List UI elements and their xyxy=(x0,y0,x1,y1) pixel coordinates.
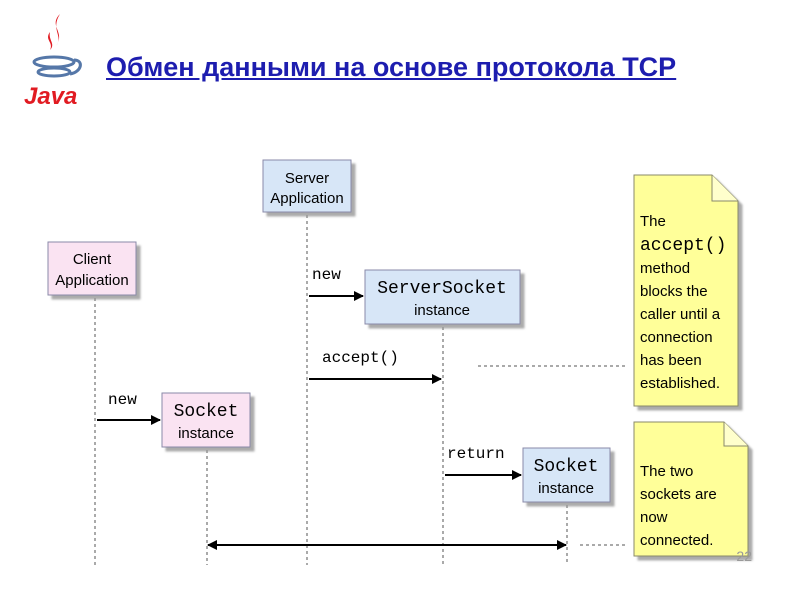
java-logo-steam xyxy=(55,14,60,46)
client-application-label-line1: Client xyxy=(73,251,112,268)
server-application-box xyxy=(262,159,352,213)
server-socket-box xyxy=(364,269,521,325)
client-application-label-line2: Application xyxy=(55,272,128,289)
connected-note-line4: connected. xyxy=(640,532,713,549)
client-socket-label-line1: Socket xyxy=(174,402,239,422)
page-title: Обмен данными на основе протокола TCP xyxy=(106,52,677,82)
accept-note-line3: method xyxy=(640,260,690,277)
java-logo-text: Java xyxy=(24,83,77,108)
server-application-label-line2: Application xyxy=(270,190,343,207)
accept-note-line5: caller until a xyxy=(640,306,721,323)
java-logo-handle xyxy=(69,58,82,76)
server-side-socket-box xyxy=(522,447,611,503)
client-socket-label-line2: instance xyxy=(178,425,234,442)
accept-note-line2: accept() xyxy=(640,236,726,256)
accept-note xyxy=(633,174,739,407)
accept-label: accept() xyxy=(322,349,399,367)
message-arrows xyxy=(97,291,567,550)
connected-note-line3: now xyxy=(640,509,668,526)
server-socket-label-line2: instance xyxy=(414,302,470,319)
page-number: 22 xyxy=(736,548,752,564)
accept-note-line7: has been xyxy=(640,352,702,369)
connected-note-line2: sockets are xyxy=(640,486,717,503)
server-socket-label-line1: ServerSocket xyxy=(377,279,507,299)
client-socket-box xyxy=(161,392,251,448)
client-application-box xyxy=(47,241,137,296)
new-server-socket-label: new xyxy=(312,266,341,284)
server-side-socket-label-line1: Socket xyxy=(534,457,599,477)
accept-note-line4: blocks the xyxy=(640,283,708,300)
new-socket-label: new xyxy=(108,391,137,409)
server-side-socket-label-line2: instance xyxy=(538,480,594,497)
connected-note xyxy=(633,421,749,557)
lifelines xyxy=(94,215,626,565)
return-label: return xyxy=(447,445,505,463)
server-application-label-line1: Server xyxy=(285,170,329,187)
java-logo-cup-base xyxy=(36,66,72,78)
accept-note-line1: The xyxy=(640,213,666,230)
java-logo-steam-small xyxy=(48,32,53,50)
accept-note-line8: established. xyxy=(640,375,720,392)
accept-note-line6: connection xyxy=(640,329,713,346)
connected-note-line1: The two xyxy=(640,463,693,480)
java-logo: Java xyxy=(24,14,82,108)
